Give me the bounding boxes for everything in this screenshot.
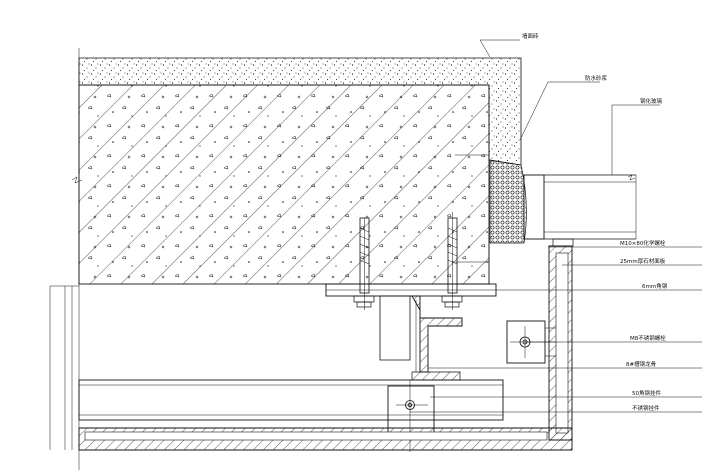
label-r4: M8不锈钢螺栓 (630, 334, 666, 342)
edge-bracket-bottom (455, 245, 490, 263)
tube-saddle (411, 371, 461, 381)
anchor-bolt-right (441, 212, 463, 310)
stone-panel-bottom-inner (84, 431, 548, 441)
foam-sealant (489, 159, 527, 244)
break-mark-left (71, 176, 83, 184)
label-top-left: 墙面砖 (522, 32, 539, 40)
keel-tube (78, 379, 504, 421)
label-top-right: 钢化玻璃 (640, 97, 663, 105)
window-frame (523, 145, 637, 240)
leader-top-mid (519, 81, 600, 141)
label-r1: M10×80化学螺栓 (620, 239, 666, 247)
stone-panel-inner (555, 252, 569, 434)
label-r7: 不锈钢挂件 (632, 404, 660, 412)
concrete-aggregate (79, 85, 489, 284)
label-r2: 25mm厚石材面板 (620, 257, 666, 265)
leader-top-left (479, 39, 520, 58)
leader-top-right (611, 104, 660, 145)
panel-top-cap (552, 238, 574, 247)
edge-bracket-top (455, 154, 490, 160)
anchor-bolt-left (353, 217, 375, 310)
channel-steel (411, 295, 463, 373)
label-r3: 6mm角钢 (642, 282, 668, 290)
label-r6: 50角钢挂件 (632, 389, 661, 397)
break-mark-right (627, 174, 636, 181)
label-top-mid: 防水砂浆 (585, 74, 608, 82)
angle-steel (379, 295, 411, 361)
label-r5: 8#槽钢龙骨 (626, 360, 657, 368)
